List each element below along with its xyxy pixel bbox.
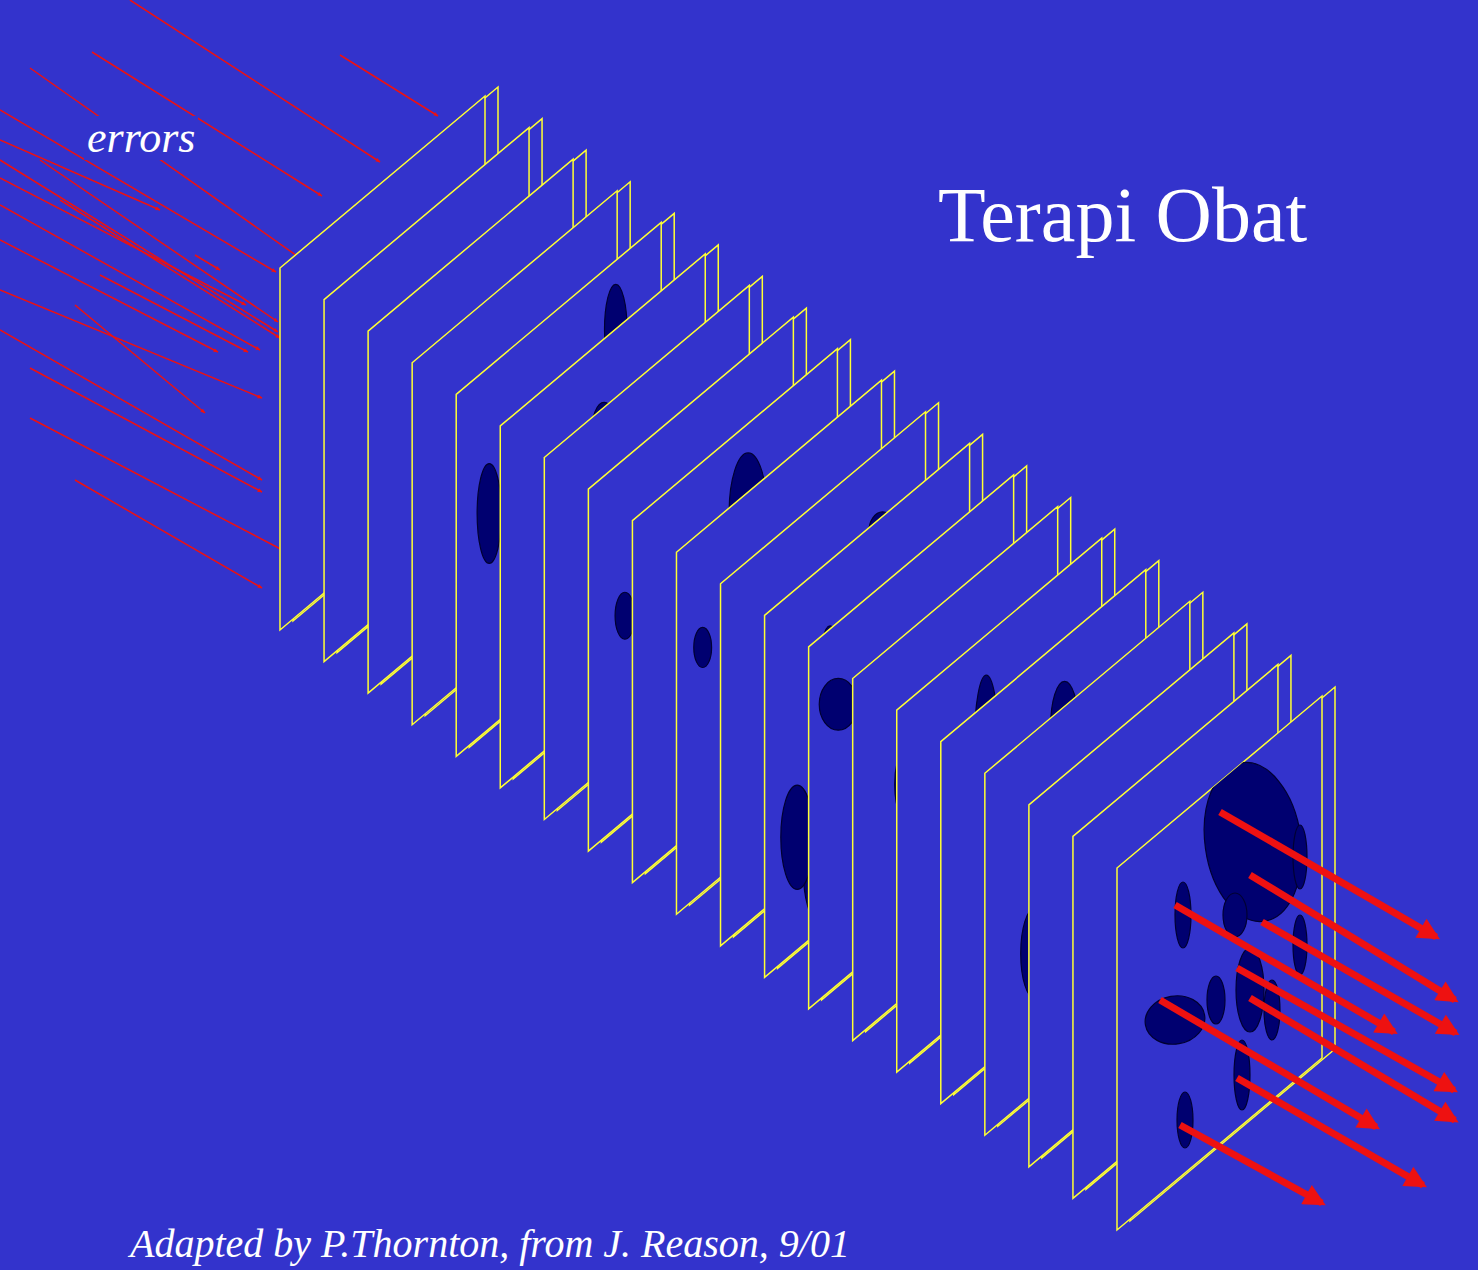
- cheese-hole: [819, 678, 857, 730]
- accident-arrow: [1160, 1000, 1376, 1127]
- source-caption: Adapted by P.Thornton, from J. Reason, 9…: [126, 1224, 854, 1264]
- error-arrow: [195, 255, 220, 270]
- layer-face: [1117, 696, 1322, 1230]
- cheese-hole: [1177, 1092, 1193, 1148]
- error-arrow: [30, 368, 262, 492]
- errors-label: errors: [84, 116, 198, 160]
- cheese-hole: [694, 627, 712, 667]
- cheese-hole: [1236, 948, 1264, 1032]
- error-arrow: [75, 480, 262, 588]
- error-arrow: [0, 110, 276, 272]
- accident-arrow: [1237, 968, 1454, 1090]
- error-arrow: [75, 305, 205, 413]
- error-arrow: [0, 205, 260, 350]
- error-arrow: [30, 418, 294, 556]
- error-arrow: [0, 290, 262, 398]
- accident-arrow: [1175, 905, 1394, 1032]
- cheese-hole: [1223, 893, 1247, 937]
- cheese-hole: [477, 464, 501, 564]
- error-arrow: [0, 160, 278, 332]
- error-arrow: [0, 178, 246, 305]
- cheese-hole: [1207, 976, 1225, 1024]
- defence-layers: [280, 87, 1335, 1230]
- slide-title: Terapi Obat: [938, 176, 1307, 254]
- accident-arrow: [1180, 1125, 1322, 1203]
- accident-arrow: [1262, 922, 1456, 1033]
- error-arrow: [60, 200, 280, 338]
- error-arrow: [40, 160, 278, 322]
- error-arrow: [340, 55, 438, 116]
- error-arrow: [30, 68, 300, 258]
- accident-arrow: [1250, 875, 1455, 1000]
- error-arrow: [0, 330, 262, 480]
- outgoing-error-arrows: [1160, 812, 1456, 1203]
- defence-layer: [1117, 687, 1335, 1230]
